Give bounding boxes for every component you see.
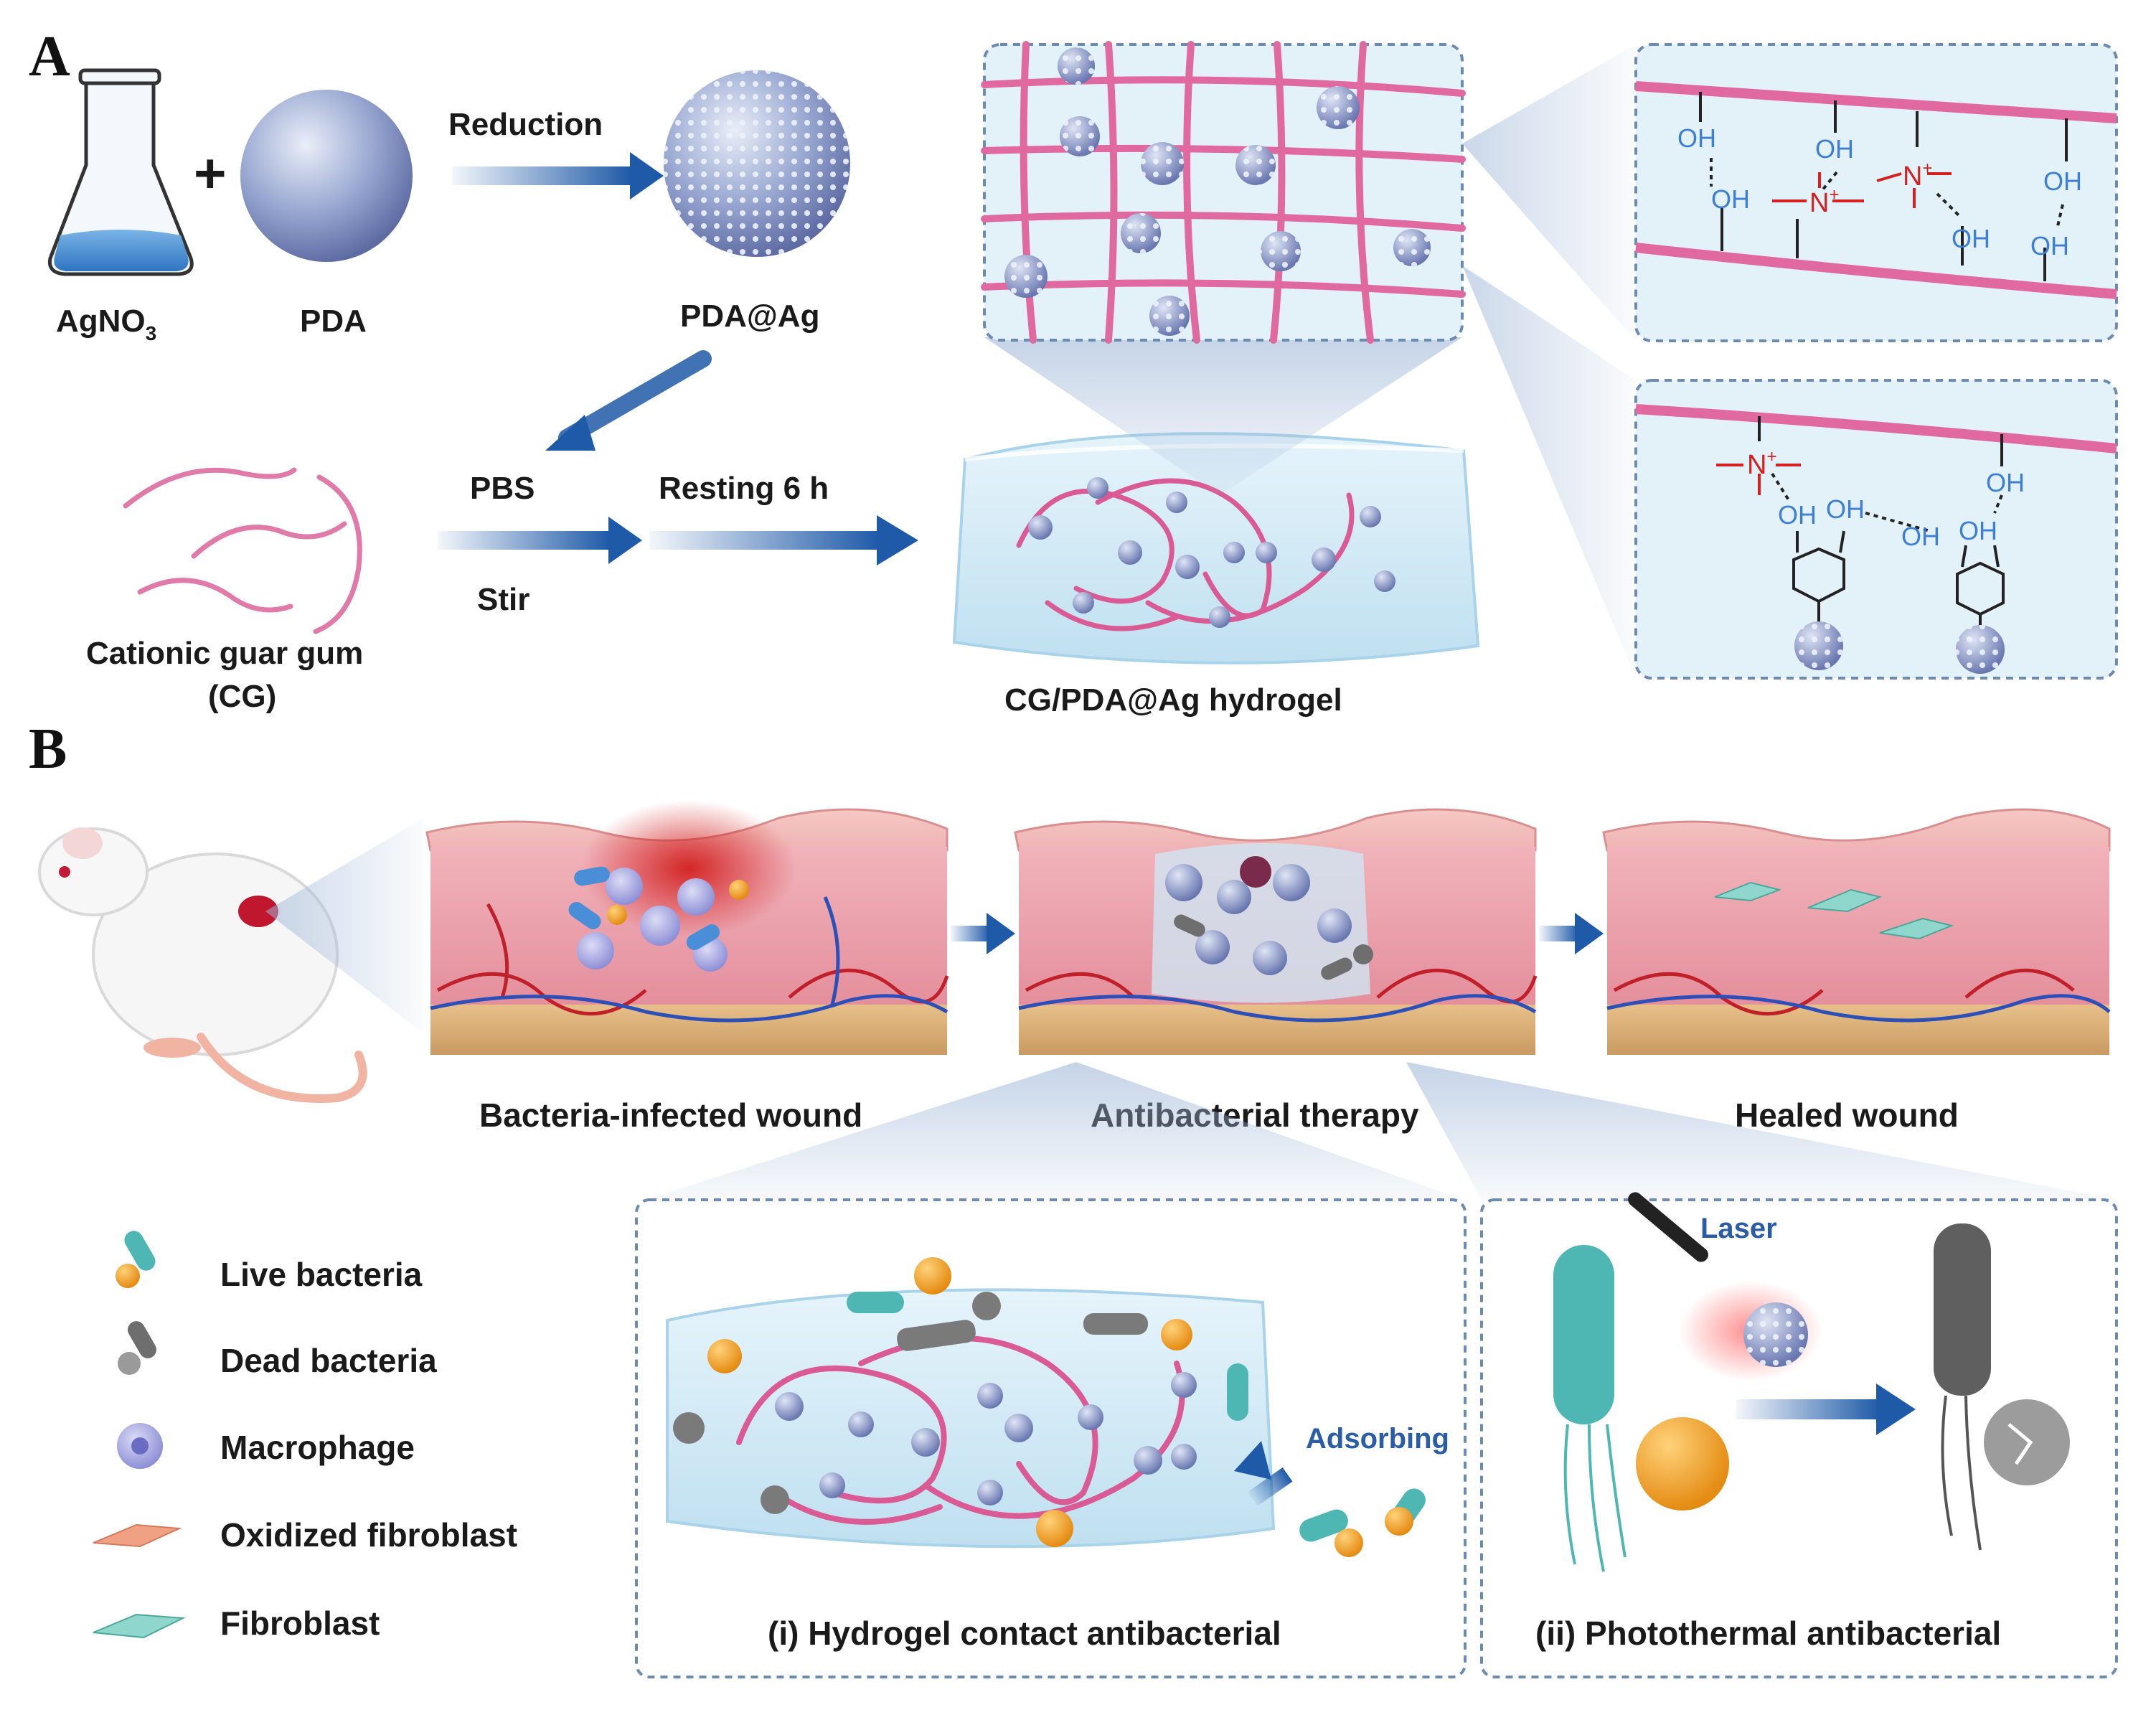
legend-fibroblast-icon [93,1613,186,1639]
photothermal-arrow [1736,1399,1880,1419]
legend-live-bacteria-icon [116,1231,156,1288]
reduction-label: Reduction [448,107,603,142]
n-plus-label: N+ [1747,447,1776,480]
pda-label: PDA [300,304,367,339]
pbs-label: PBS [470,471,535,506]
resting-arrow [649,531,879,550]
mixing-arrow [558,350,712,446]
oh-label: OH [2043,166,2082,196]
adsorbing-arrow [1247,1467,1293,1507]
cg-label-line1: Cationic guar gum [86,636,363,671]
legend-label-oxidized-fibroblast: Oxidized fibroblast [220,1516,517,1554]
pbs-stir-arrowhead [608,517,642,564]
panel-a-letter: A [29,25,70,88]
oh-label: OH [1986,468,2025,497]
dead-cocci-large [1984,1399,2070,1485]
inset-photothermal [1480,1192,2118,1678]
step-arrow-2 [1539,926,1578,941]
hydrogel-block [952,432,1480,664]
legend-label-fibroblast: Fibroblast [220,1605,380,1642]
live-cocci-large [1636,1417,1729,1511]
network-zoom-box [981,41,1466,344]
agno3-label: AgNO3 [56,304,156,344]
chem-box-lower: N+ OH OH OH OH OH [1634,379,2118,680]
zoom-beam-lower [1462,266,1636,678]
stir-label: Stir [477,582,529,617]
inset1-caption: (i) Hydrogel contact antibacterial [768,1615,1281,1652]
fibroblast-cells [1714,881,1954,940]
zoom-cone-network [984,337,1462,495]
legend-label-live-bacteria: Live bacteria [220,1256,423,1293]
skin-block-infected [425,800,949,1055]
adsorbing-label: Adsorbing [1306,1423,1449,1455]
inset-hydrogel-contact [635,1198,1467,1678]
legend-label-dead-bacteria: Dead bacteria [220,1342,437,1379]
mixing-arrowhead [545,415,596,451]
step-arrow-1 [951,926,990,941]
legend-oxidized-fibroblast-icon [93,1523,182,1548]
panel-b-letter: B [29,718,67,781]
oh-label: OH [1815,134,1854,164]
inset2-caption: (ii) Photothermal antibacterial [1535,1615,2001,1652]
oh-label: OH [1952,224,1990,253]
oh-label: OH [1711,184,1750,214]
skin-block-healed [1602,808,2111,1055]
wound3-label: Healed wound [1735,1096,1959,1134]
legend-label-macrophage: Macrophage [220,1429,415,1466]
catechol-ring-1 [1792,547,1845,603]
rat-illustration [38,827,367,1103]
step-arrowhead-2 [1575,913,1604,954]
resting-label: Resting 6 h [659,471,829,506]
pda-ag-particle [664,70,850,257]
dead-bacterium-large [1934,1223,1991,1551]
laser-label: Laser [1700,1213,1777,1244]
pda-sphere [240,90,413,262]
resting-arrowhead [877,515,918,565]
laser-pen-icon [1628,1192,1708,1262]
reduction-arrow [452,166,631,185]
legend [93,1231,186,1639]
plus-sign: + [194,141,227,205]
oh-label: OH [1959,516,1997,545]
incoming-bacteria [1299,1488,1426,1557]
rat-zoom-beam [265,818,423,1033]
step-arrowhead-1 [987,913,1015,954]
n-plus-label: N+ [1809,185,1839,218]
cationic-guar-gum-chains [123,467,362,634]
hydrogel-label: CG/PDA@Ag hydrogel [1004,682,1342,718]
legend-dead-bacteria-icon [118,1321,156,1375]
cg-label-line2: (CG) [208,679,276,714]
oh-label: OH [1677,123,1716,153]
oh-label: OH [2030,231,2069,260]
oh-label: OH [1778,500,1817,530]
pbs-stir-arrow [438,531,610,550]
therapy-zoom-beam-left [646,1062,1464,1200]
catechol-ring-2 [1956,561,2005,616]
pda-ag-label: PDA@Ag [680,299,819,334]
wound1-label: Bacteria-infected wound [479,1096,862,1134]
reduction-arrowhead [630,152,664,199]
oh-label: OH [1901,522,1940,551]
zoom-beam-upper [1462,44,1636,341]
n-plus-label: N+ [1903,159,1932,192]
skin-block-therapy [1014,808,1538,1055]
live-bacteria-rods [568,866,720,950]
chem-box-upper: OH OH OH OH OH OH N+ N+ [1634,43,2118,342]
therapy-zoom-beam-right [1406,1062,2117,1200]
live-bacterium-large [1553,1245,1627,1572]
oh-label: OH [1826,494,1865,524]
flask-icon [47,68,194,276]
